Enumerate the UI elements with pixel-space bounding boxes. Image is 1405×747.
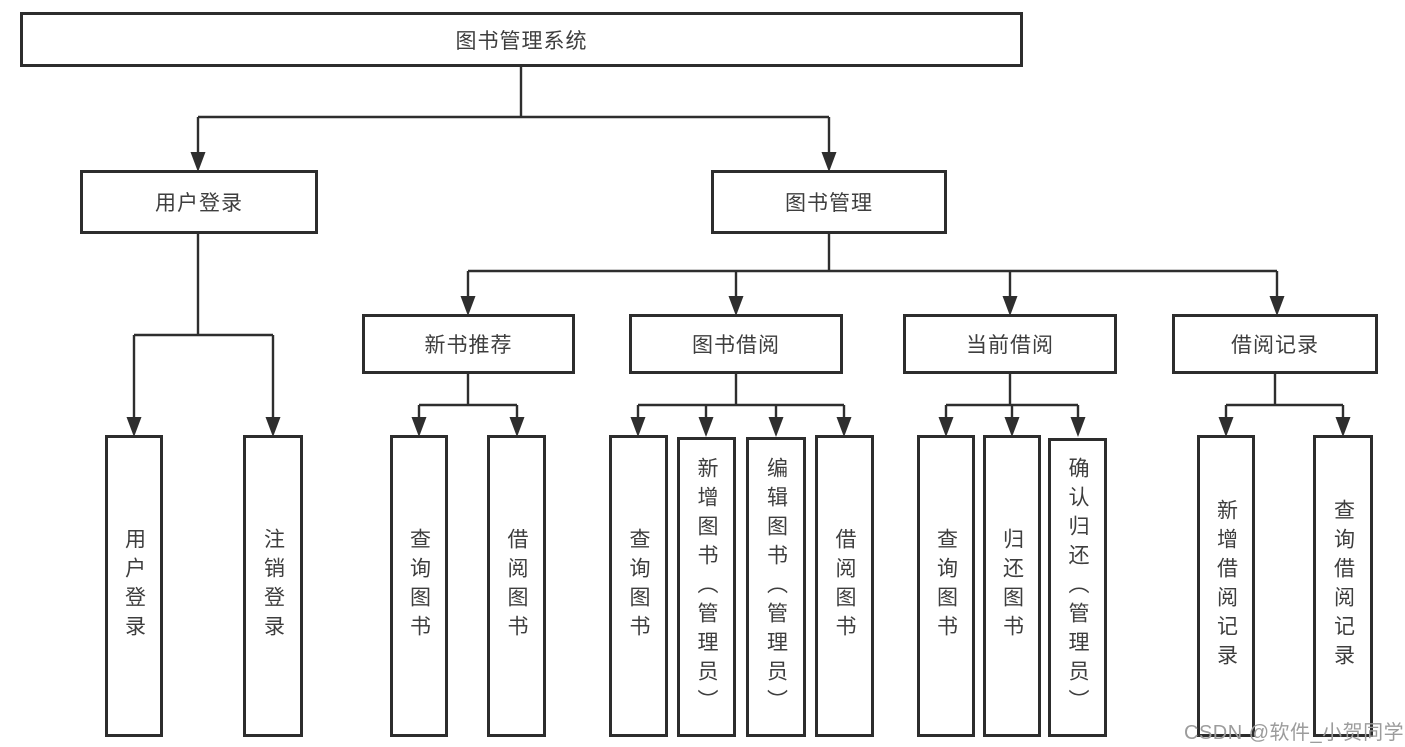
- leaf-add-borrow-record: 新增借阅记录: [1197, 435, 1255, 737]
- leaf-query-books-current: 查询图书: [917, 435, 975, 737]
- leaf-query-borrow-record: 查询借阅记录: [1313, 435, 1373, 737]
- leaf-add-books-admin: 新增图书（管理员）: [677, 437, 736, 737]
- node-book-management-label: 图书管理: [785, 192, 873, 215]
- leaf-borrow-books-borrowing: 借阅图书: [815, 435, 874, 737]
- connector-lines: [132, 67, 1345, 431]
- leaf-add-books-admin-label: 新增图书（管理员）: [695, 456, 718, 718]
- leaf-query-books-recommend-label: 查询图书: [407, 528, 431, 644]
- leaf-borrow-books-recommend: 借阅图书: [487, 435, 546, 737]
- node-root-system: 图书管理系统: [20, 12, 1023, 67]
- csdn-watermark: CSDN @软件_小贺同学: [1184, 722, 1405, 744]
- node-current-borrowing: 当前借阅: [903, 314, 1117, 374]
- node-current-borrowing-label: 当前借阅: [966, 334, 1054, 357]
- connector-newbook-to-leaves: [417, 374, 519, 431]
- leaf-query-books-borrowing: 查询图书: [609, 435, 668, 737]
- connector-userlogin-to-leaves: [132, 234, 275, 431]
- leaf-return-books-label: 归还图书: [1000, 528, 1024, 644]
- node-book-borrowing-label: 图书借阅: [692, 334, 780, 357]
- leaf-add-borrow-record-label: 新增借阅记录: [1214, 499, 1238, 673]
- node-new-book-recommend: 新书推荐: [362, 314, 575, 374]
- node-borrowing-records-label: 借阅记录: [1231, 334, 1319, 357]
- node-new-book-recommend-label: 新书推荐: [424, 334, 513, 357]
- leaf-query-books-current-label: 查询图书: [934, 528, 958, 644]
- leaf-user-login-label: 用户登录: [122, 528, 146, 644]
- node-user-login: 用户登录: [80, 170, 318, 234]
- leaf-user-login: 用户登录: [105, 435, 163, 737]
- node-book-borrowing: 图书借阅: [629, 314, 843, 374]
- connector-bookmgmt-to-level3: [466, 234, 1279, 310]
- connector-root-to-level2: [196, 67, 831, 166]
- leaf-edit-books-admin: 编辑图书（管理员）: [746, 437, 806, 737]
- connector-bookborrow-to-leaves: [636, 374, 846, 431]
- leaf-logout: 注销登录: [243, 435, 303, 737]
- node-root-label: 图书管理系统: [455, 29, 588, 53]
- leaf-confirm-return-admin-label: 确认归还（管理员）: [1066, 457, 1089, 718]
- leaf-borrow-books-borrowing-label: 借阅图书: [833, 528, 856, 644]
- leaf-query-books-recommend: 查询图书: [390, 435, 448, 737]
- connector-records-to-leaves: [1224, 374, 1345, 431]
- node-borrowing-records: 借阅记录: [1172, 314, 1378, 374]
- leaf-query-books-borrowing-label: 查询图书: [627, 528, 650, 644]
- leaf-logout-label: 注销登录: [261, 528, 285, 644]
- leaf-return-books: 归还图书: [983, 435, 1041, 737]
- node-user-login-label: 用户登录: [155, 192, 243, 215]
- leaf-borrow-books-recommend-label: 借阅图书: [505, 528, 528, 644]
- leaf-query-borrow-record-label: 查询借阅记录: [1331, 499, 1355, 673]
- leaf-edit-books-admin-label: 编辑图书（管理员）: [764, 456, 788, 718]
- leaf-confirm-return-admin: 确认归还（管理员）: [1048, 438, 1107, 737]
- node-book-management: 图书管理: [711, 170, 947, 234]
